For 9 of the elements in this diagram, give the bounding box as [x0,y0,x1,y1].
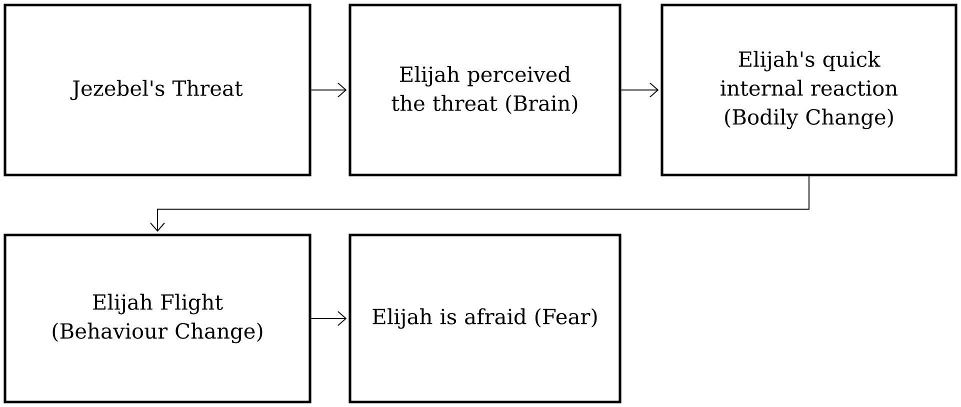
process-box: Elijah perceived the threat (Brain) [348,4,622,176]
arrow [310,311,347,326]
process-box: Jezebel's Threat [4,4,312,176]
process-box: Elijah is afraid (Fear) [348,234,622,404]
process-box: Elijah's quick internal reaction (Bodily Change) [660,4,958,176]
arrow [310,82,347,98]
process-box: Elijah Flight (Behaviour Change) [4,234,312,404]
arrow [620,82,659,98]
arrow [150,176,810,232]
